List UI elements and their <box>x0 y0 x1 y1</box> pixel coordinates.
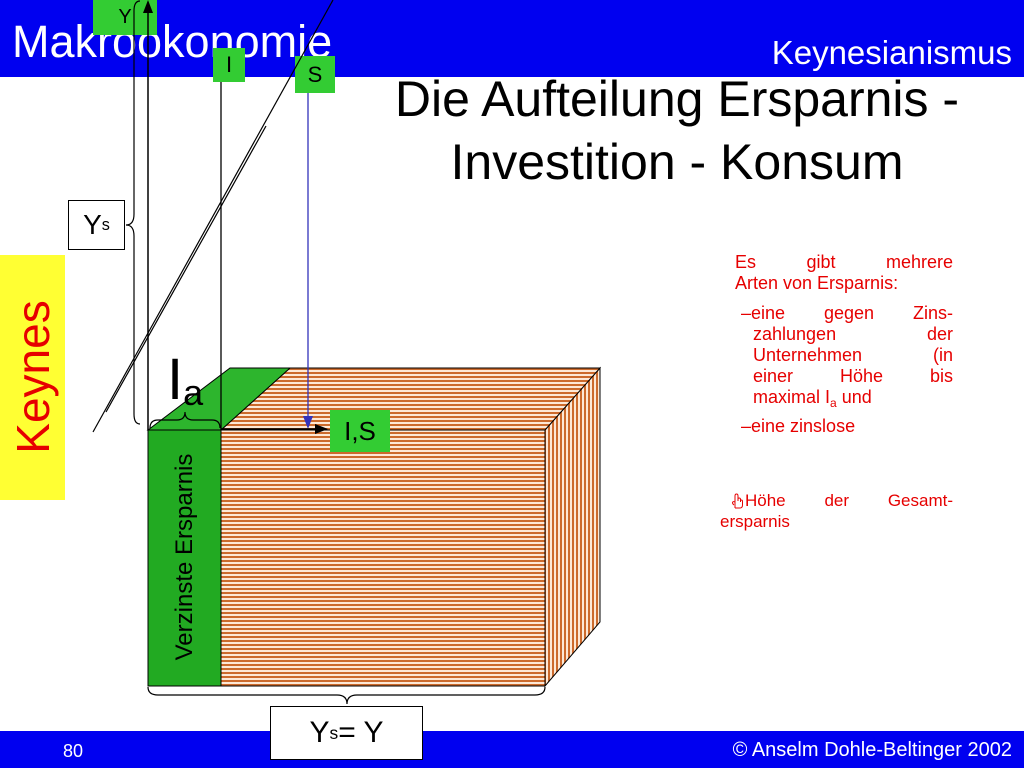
savings-label-text: S <box>307 61 323 87</box>
investment-label-text: I <box>225 52 233 77</box>
header-title: Makroökonomie <box>12 16 333 67</box>
side-tab: Keynes <box>0 255 65 500</box>
item1-line-1: –eine gegen Zins- <box>741 303 953 323</box>
intro-line-2: Arten von Ersparnis: <box>735 273 899 293</box>
savings-line-arrowhead <box>303 416 313 429</box>
item1-last-sub: a <box>830 396 837 410</box>
item1-last-suffix: und <box>836 387 872 407</box>
item1-line-5: maximal Ia und <box>753 387 872 414</box>
block-side-face <box>544 366 601 688</box>
side-tab-label: Keynes <box>6 300 59 454</box>
block-top-face-striped <box>219 367 602 431</box>
item1-line-4: einer Höhe bis <box>753 366 953 386</box>
y-axis-label-text: Y <box>118 6 132 28</box>
item1-last-prefix: maximal I <box>753 387 831 407</box>
footer-bar <box>0 731 1024 768</box>
is-axis-arrowhead <box>315 424 328 434</box>
slide-title-line-2: Investition - Konsum <box>450 134 904 190</box>
investment-label: I <box>213 48 245 82</box>
ys-label-base: Y <box>83 209 102 240</box>
ia-label-sub: a <box>183 372 204 413</box>
ia-label: Ia <box>167 351 203 422</box>
slide-title-line-1: Die Aufteilung Ersparnis - <box>394 71 960 127</box>
block-front-striped <box>220 429 546 687</box>
y-axis-label: Y <box>93 0 157 35</box>
item1-line-3: Unternehmen (in <box>753 345 953 365</box>
hand-pointer-icon <box>731 493 743 509</box>
item2-line: –eine zinslose <box>741 416 856 436</box>
note-line-2: ersparnis <box>720 512 790 531</box>
page-number: 80 <box>63 741 84 761</box>
is-axis-label-text: I,S <box>344 415 376 446</box>
copyright-notice: © Anselm Dohle-Beltinger 2002 <box>732 739 1012 761</box>
total-label-suffix: = Y <box>338 716 384 749</box>
ia-label-base: I <box>167 347 184 412</box>
item1-line-2: zahlungen der <box>753 324 953 344</box>
is-axis-label: I,S <box>330 410 390 452</box>
savings-label: S <box>295 56 335 93</box>
slide-title: Die Aufteilung Ersparnis - Investition -… <box>380 68 974 194</box>
interest-bearing-savings-label: Verzinste Ersparnis <box>171 453 198 661</box>
total-label-sup: s <box>329 722 339 743</box>
note-line-1: Höhe der Gesamt- <box>745 491 953 510</box>
total-brace <box>147 686 546 705</box>
ys-label-sup: s <box>101 215 110 234</box>
intro-line-1: Es gibt mehrere <box>735 252 953 272</box>
header-topic: Keynesianismus <box>771 34 1012 71</box>
total-label-base: Y <box>309 716 330 749</box>
